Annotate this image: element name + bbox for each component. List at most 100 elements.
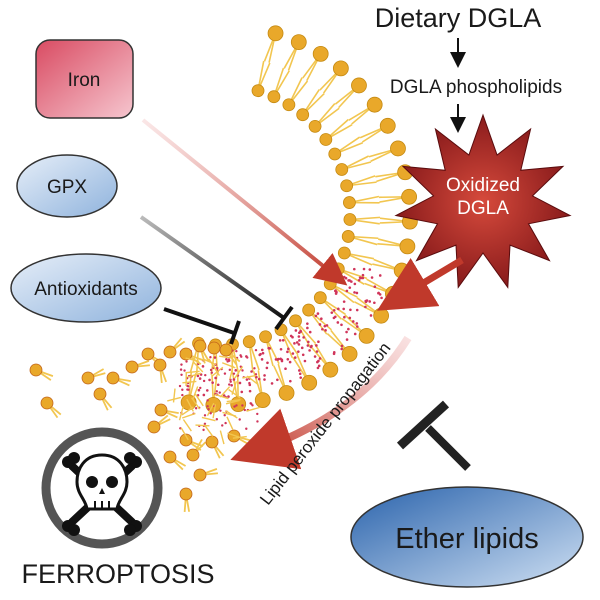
peroxide-dot [214, 376, 217, 380]
peroxide-dot [233, 405, 236, 408]
lipid-head [302, 303, 316, 317]
peroxide-dot [276, 378, 279, 382]
lipid-tail [208, 358, 218, 371]
peroxide-dot [206, 405, 209, 408]
lipid-head [341, 230, 355, 243]
peroxide-dot [254, 348, 258, 352]
peroxide-dot [298, 369, 301, 372]
peroxide-dot [179, 368, 183, 371]
peroxide-dot [211, 381, 214, 384]
peroxide-dot [293, 356, 297, 359]
iron-box [35, 39, 134, 119]
peroxide-dot [284, 367, 287, 371]
lipid-tail [226, 399, 241, 403]
peroxide-dot [323, 324, 327, 328]
peroxide-dot [206, 399, 209, 402]
peroxide-dot [332, 308, 336, 312]
peroxide-dot [330, 311, 334, 314]
lipid-head [267, 25, 284, 42]
peroxide-dot [332, 316, 336, 320]
peroxide-dot [351, 320, 355, 323]
peroxide-dot [306, 344, 310, 347]
lipid-head [319, 133, 333, 146]
peroxide-dot [186, 388, 189, 391]
peroxide-dot [213, 356, 217, 359]
peroxide-dot [265, 366, 269, 370]
dietary-dgla-title: Dietary DGLA [375, 3, 542, 33]
iron-label: Iron [68, 70, 101, 91]
peroxide-dot [268, 347, 272, 350]
peroxide-dot [278, 339, 282, 342]
peroxide-dot [317, 359, 320, 363]
peroxide-dot [348, 286, 352, 289]
peroxide-dot [197, 388, 201, 392]
lipid-tail [211, 366, 224, 377]
lipid-head [205, 435, 219, 449]
peroxide-dot [180, 363, 183, 366]
peroxide-dot [324, 329, 327, 332]
peroxide-dot [315, 344, 318, 347]
peroxide-dot [325, 324, 329, 327]
peroxide-dot [364, 305, 367, 309]
lipid-tail [219, 430, 225, 445]
peroxide-dot [291, 335, 294, 339]
peroxide-dot [353, 282, 357, 286]
lipid-head [153, 358, 167, 372]
lipid-head [106, 371, 120, 385]
peroxide-dot [314, 314, 318, 318]
peroxide-dot [299, 330, 303, 333]
peroxide-dot [263, 378, 266, 381]
peroxide-dot [202, 428, 205, 432]
peroxide-dot [183, 369, 186, 372]
peroxide-dot [373, 301, 376, 305]
propagation-arrow [230, 335, 412, 470]
lipid-head [179, 347, 193, 361]
peroxide-dot [340, 344, 344, 348]
lipid-head [343, 196, 356, 209]
peroxide-dot [344, 276, 348, 280]
peroxide-dot [353, 291, 356, 294]
peroxide-dot [229, 380, 232, 383]
peroxide-dot [362, 267, 366, 271]
peroxide-dot [357, 278, 361, 282]
peroxide-dot [235, 349, 238, 353]
peroxide-dot [198, 377, 202, 380]
peroxide-dot [240, 355, 243, 358]
lipid-head [335, 163, 349, 176]
lipid-head [193, 339, 207, 353]
lipid-head [278, 385, 295, 401]
peroxide-dot [179, 427, 182, 430]
ether-inhibition-bar [396, 400, 450, 450]
peroxide-dot [373, 285, 377, 288]
lipid-head [308, 119, 322, 133]
peroxide-dot [225, 357, 228, 361]
peroxide-dot [215, 418, 219, 421]
peroxide-dot [317, 364, 321, 368]
peroxide-dot [297, 335, 301, 338]
peroxide-dot [215, 366, 219, 370]
peroxide-dot [336, 321, 340, 324]
lipid-head [40, 396, 54, 410]
peroxide-dot [246, 356, 249, 359]
star-label-line2: DGLA [457, 198, 509, 219]
peroxide-dot [238, 418, 241, 421]
peroxide-dot [355, 322, 359, 325]
lipid-tail [194, 393, 204, 407]
peroxide-dot [232, 378, 236, 381]
lipid-tail [246, 375, 259, 386]
peroxide-dot [286, 350, 289, 354]
peroxide-dot [316, 366, 320, 370]
lipid-tail [234, 366, 244, 379]
peroxide-dot [308, 349, 311, 352]
peroxide-dot [248, 389, 252, 393]
lipid-tail [172, 388, 176, 403]
peroxide-dot [310, 344, 313, 348]
lipid-head [358, 327, 375, 344]
peroxide-dot [321, 327, 324, 331]
peroxide-dot [240, 390, 244, 394]
lipid-head [251, 84, 265, 98]
peroxide-dot [253, 367, 256, 370]
peroxide-dot [226, 360, 229, 363]
peroxide-dot [370, 276, 374, 279]
peroxide-dot [201, 365, 205, 368]
